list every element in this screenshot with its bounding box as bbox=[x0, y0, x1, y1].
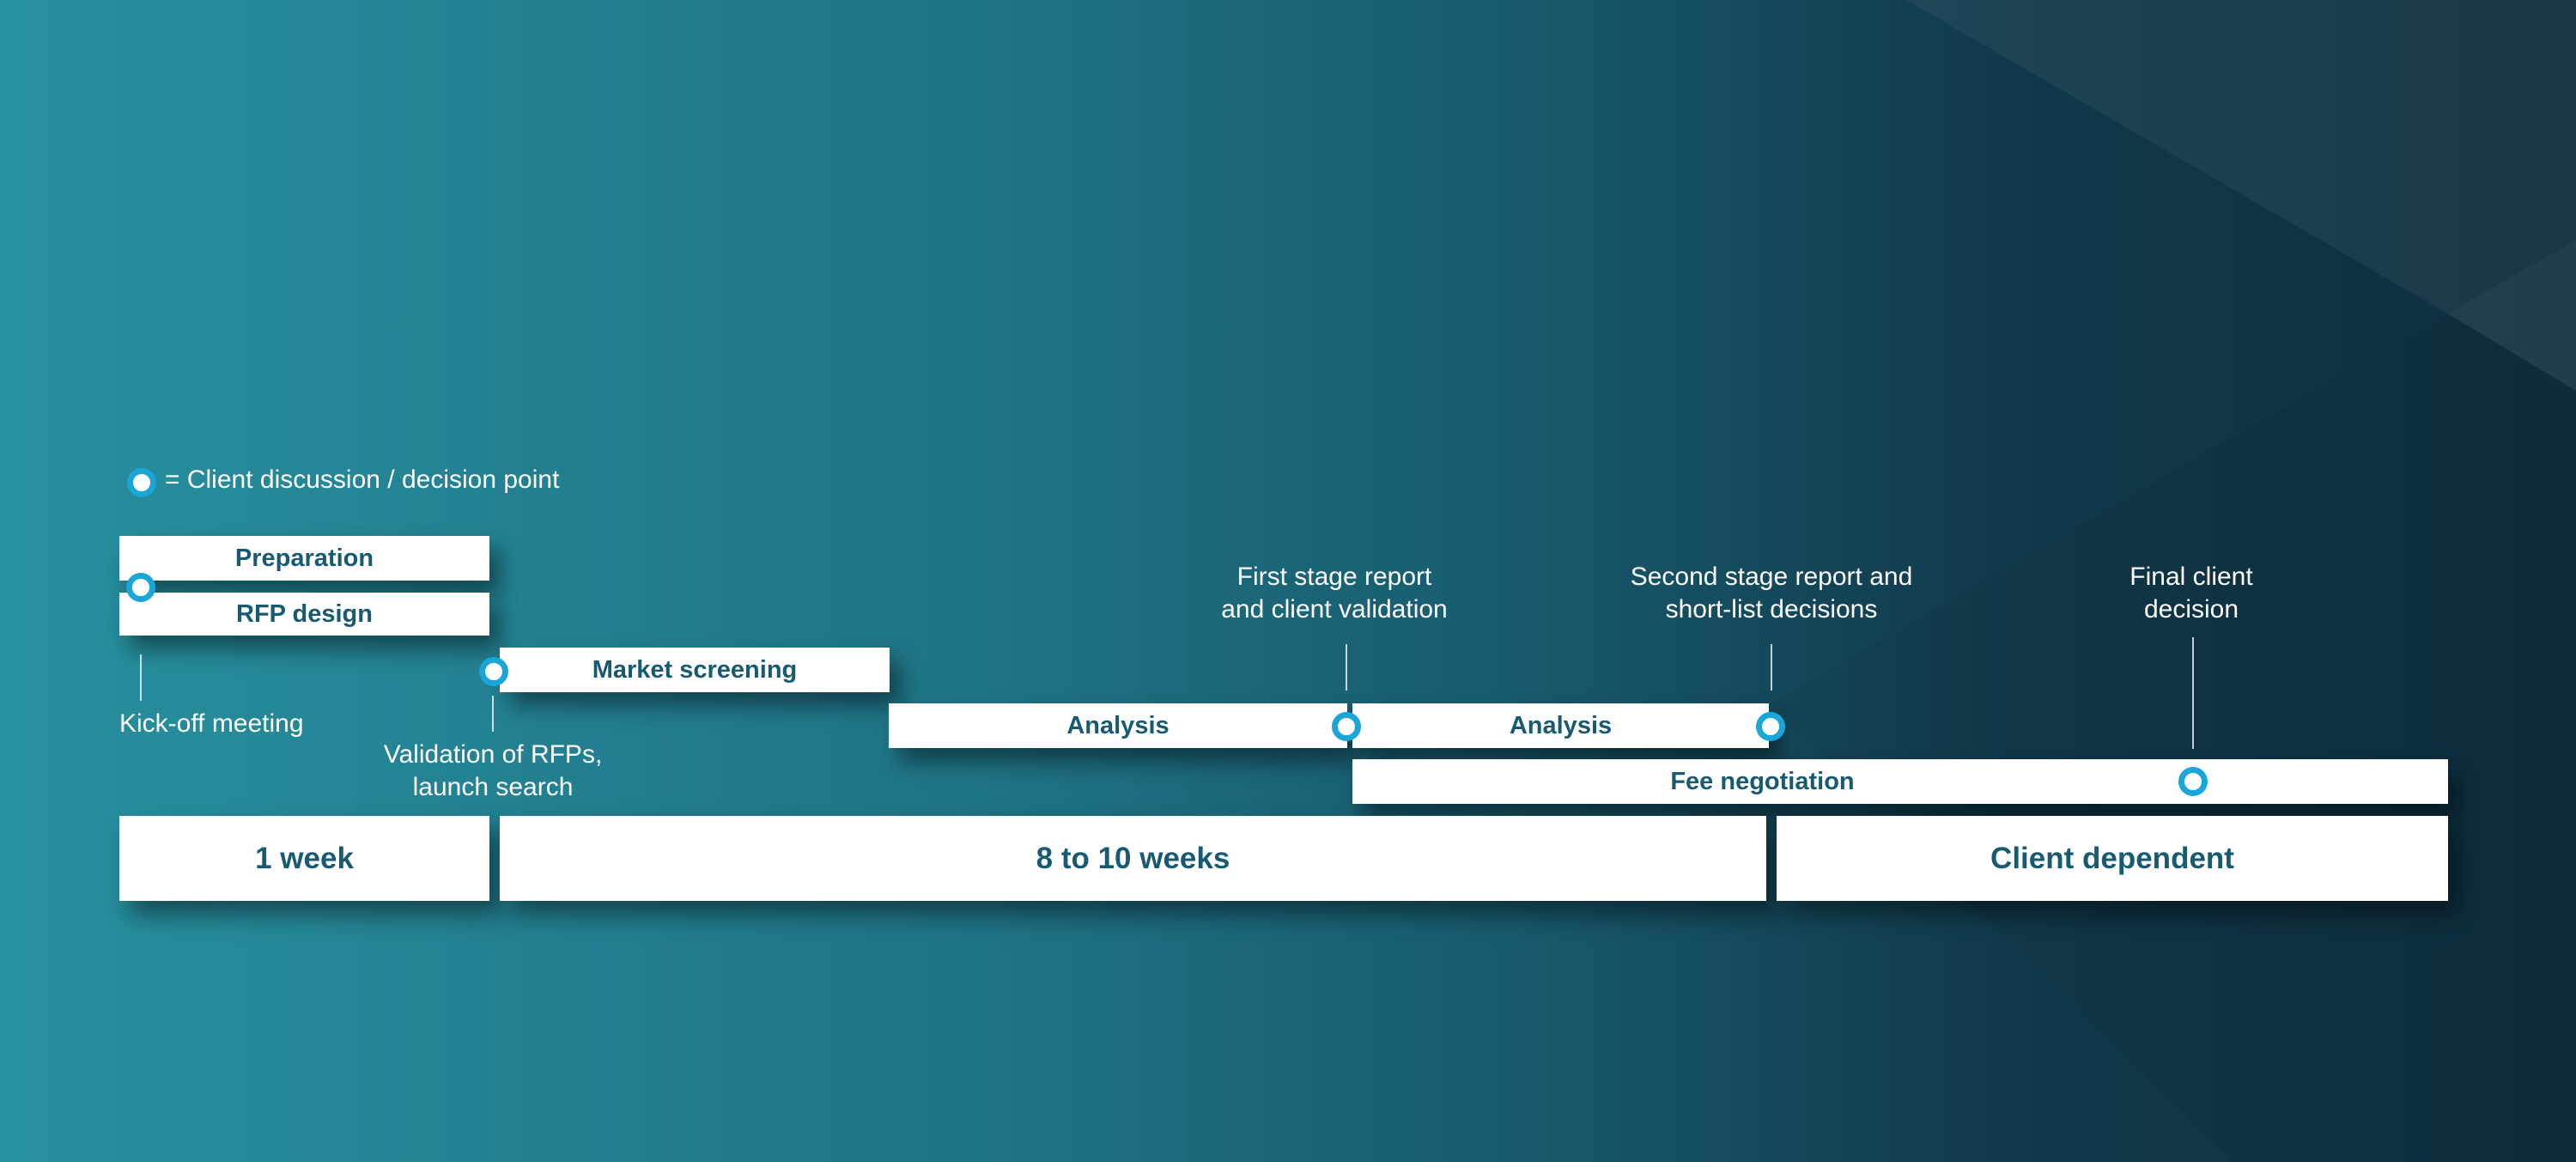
bar-fee-negotiation: Fee negotiation bbox=[1352, 759, 2448, 804]
connector-kickoff bbox=[140, 654, 142, 701]
bar-analysis-1: Analysis bbox=[889, 703, 1347, 748]
bar-preparation: Preparation bbox=[119, 536, 489, 581]
milestone-first-stage-label: First stage report and client validation bbox=[1221, 563, 1448, 624]
decision-point-kickoff-icon bbox=[126, 573, 155, 602]
bar-fee-negotiation-label: Fee negotiation bbox=[1670, 767, 1855, 795]
milestone-validation-label: Validation of RFPs, launch search bbox=[383, 740, 603, 801]
duration-phase-3: Client dependent bbox=[1777, 816, 2448, 901]
decision-point-second-stage-icon bbox=[1756, 712, 1785, 741]
duration-phase-1: 1 week bbox=[119, 816, 489, 901]
bar-analysis-2: Analysis bbox=[1352, 703, 1769, 748]
connector-validation bbox=[492, 696, 494, 732]
legend-marker-icon bbox=[127, 468, 156, 497]
connector-first-stage bbox=[1346, 644, 1347, 691]
milestone-second-stage-label: Second stage report and short-list decis… bbox=[1630, 563, 1913, 624]
milestone-kickoff-label: Kick-off meeting bbox=[119, 709, 304, 738]
connector-final bbox=[2192, 637, 2194, 749]
legend-text: = Client discussion / decision point bbox=[165, 465, 560, 494]
bar-rfp-design: RFP design bbox=[119, 593, 489, 636]
bar-market-screening: Market screening bbox=[500, 648, 890, 692]
connector-second-stage bbox=[1771, 644, 1772, 691]
decision-point-first-stage-icon bbox=[1332, 712, 1361, 741]
decision-point-validation-icon bbox=[479, 657, 508, 686]
decision-point-final-icon bbox=[2178, 767, 2208, 796]
duration-phase-2: 8 to 10 weeks bbox=[500, 816, 1766, 901]
milestone-final-label: Final client decision bbox=[2129, 563, 2253, 624]
